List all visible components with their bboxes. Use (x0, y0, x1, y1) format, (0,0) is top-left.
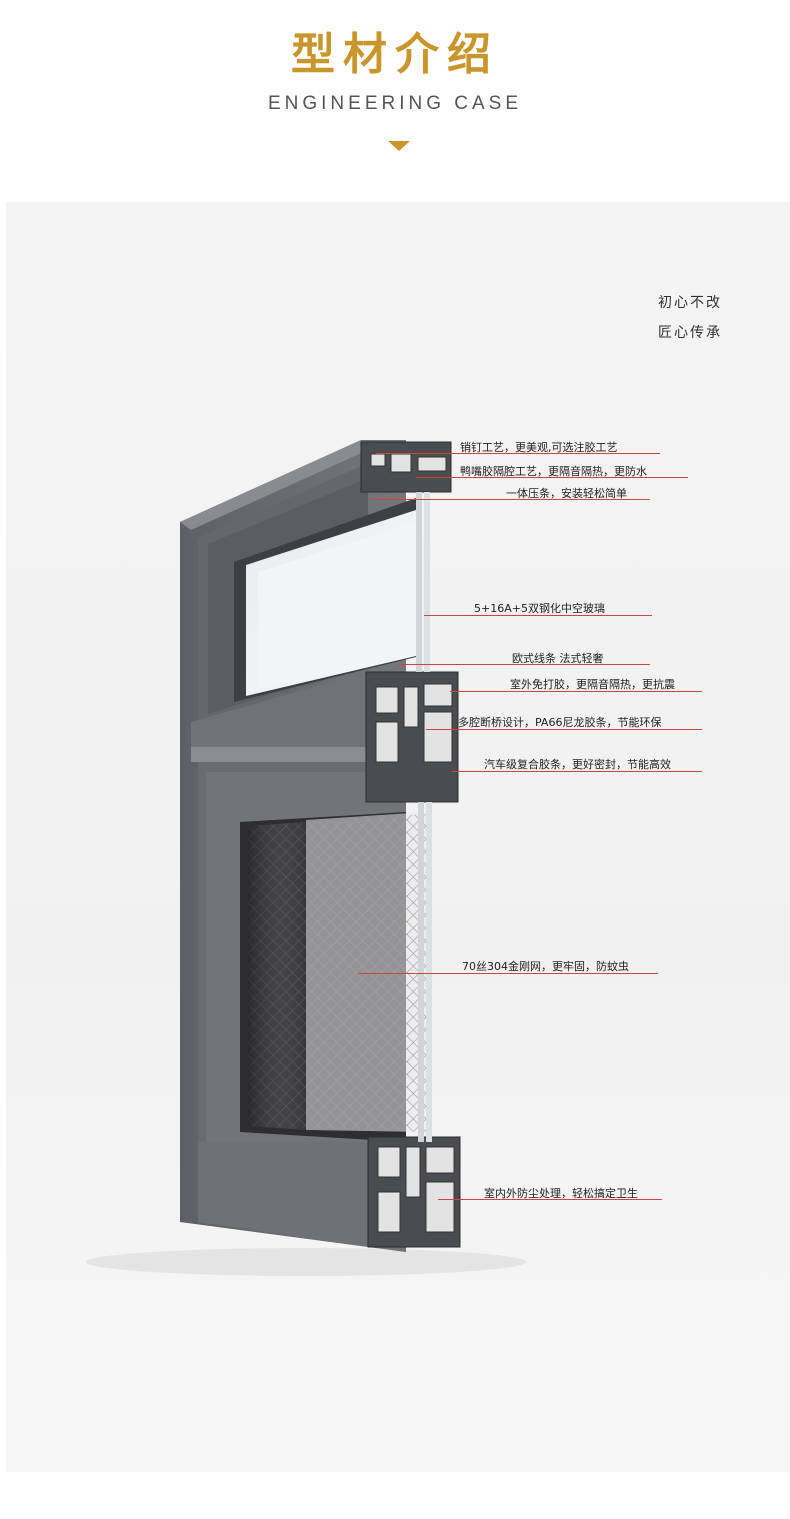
down-arrow-icon (388, 141, 410, 151)
callout-duckbill-gasket: 鸭嘴胶隔腔工艺，更隔音隔热，更防水 (460, 465, 647, 478)
callout-steel-mesh: 70丝304金刚网，更牢固，防蚊虫 (462, 960, 629, 973)
callout-multi-cavity: 多腔断桥设计，PA66尼龙胶条，节能环保 (458, 716, 662, 729)
callout-leader-5 (398, 664, 650, 665)
window-profile-illustration (86, 440, 526, 1276)
tagline-line-2: 匠心传承 (658, 325, 722, 341)
page-subtitle: ENGINEERING CASE (267, 93, 523, 114)
callout-leader-3 (370, 499, 650, 500)
callout-leader-2 (416, 477, 688, 478)
callout-auto-gasket: 汽车级复合胶条，更好密封，节能高效 (484, 758, 671, 771)
callout-double-glazing: 5+16A+5双钢化中空玻璃 (474, 602, 605, 615)
callout-leader-10 (438, 1199, 662, 1200)
callout-leader-9 (358, 973, 658, 974)
callout-integrated-bead: 一体压条，安装轻松简单 (506, 487, 627, 500)
product-panel: 初心不改 匠心传承 销钉工艺，更美观,可选注胶工艺 鸭嘴胶隔腔工艺，更隔音隔热，… (6, 202, 790, 1472)
callout-leader-1 (376, 453, 660, 454)
callout-dustproof: 室内外防尘处理，轻松搞定卫生 (484, 1187, 638, 1200)
callout-pin-process: 销钉工艺，更美观,可选注胶工艺 (460, 441, 618, 454)
header: 型材介绍 ENGINEERING CASE (0, 0, 790, 200)
callout-leader-6 (450, 691, 702, 692)
callout-european-lines: 欧式线条 法式轻奢 (512, 652, 604, 665)
callout-leader-8 (452, 771, 702, 772)
tagline-line-1: 初心不改 (658, 295, 722, 311)
callout-leader-7 (426, 729, 702, 730)
callout-no-glue-exterior: 室外免打胶，更隔音隔热，更抗震 (510, 678, 675, 691)
callout-leader-4 (424, 615, 652, 616)
page-title: 型材介绍 (291, 29, 499, 80)
